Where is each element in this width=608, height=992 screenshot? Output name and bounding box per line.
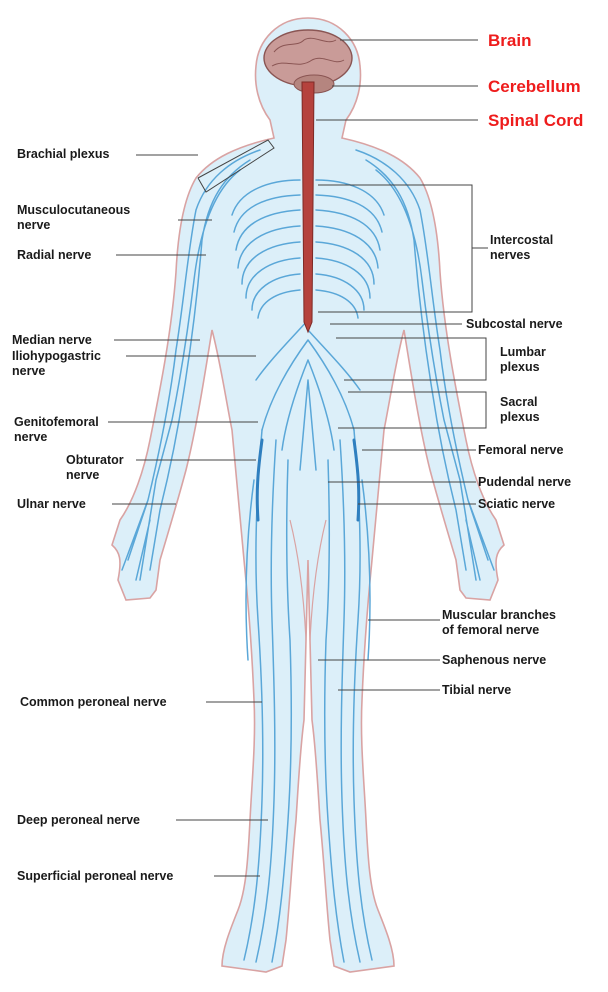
intercostal-nerves-label: Intercostal nerves (490, 233, 553, 263)
musculocutaneous-nerve-label: Musculocutaneous nerve (17, 203, 130, 233)
common-peroneal-nerve-label: Common peroneal nerve (20, 695, 167, 710)
obturator-nerve-label: Obturator nerve (66, 453, 124, 483)
subcostal-nerve-label: Subcostal nerve (466, 317, 563, 332)
lumbar-plexus-label: Lumbar plexus (500, 345, 546, 375)
sciatic-nerve-label: Sciatic nerve (478, 497, 555, 512)
deep-peroneal-nerve-label: Deep peroneal nerve (17, 813, 140, 828)
pudendal-nerve-label: Pudendal nerve (478, 475, 571, 490)
median-nerve-label: Median nerve (12, 333, 92, 348)
brachial-plexus-label: Brachial plexus (17, 147, 109, 162)
sacral-plexus-label: Sacral plexus (500, 395, 540, 425)
cerebellum-label: Cerebellum (488, 77, 581, 97)
saphenous-nerve-label: Saphenous nerve (442, 653, 546, 668)
iliohypogastric-nerve-label: Iliohypogastric nerve (12, 349, 101, 379)
brain-label: Brain (488, 31, 531, 51)
superficial-peroneal-nerve-label: Superficial peroneal nerve (17, 869, 173, 884)
spinal-cord-shape (302, 82, 314, 332)
muscular-branches-femoral-label: Muscular branches of femoral nerve (442, 608, 556, 638)
genitofemoral-nerve-label: Genitofemoral nerve (14, 415, 99, 445)
spinal-cord-label: Spinal Cord (488, 111, 583, 131)
femoral-nerve-label: Femoral nerve (478, 443, 563, 458)
ulnar-nerve-label: Ulnar nerve (17, 497, 86, 512)
radial-nerve-label: Radial nerve (17, 248, 91, 263)
tibial-nerve-label: Tibial nerve (442, 683, 511, 698)
